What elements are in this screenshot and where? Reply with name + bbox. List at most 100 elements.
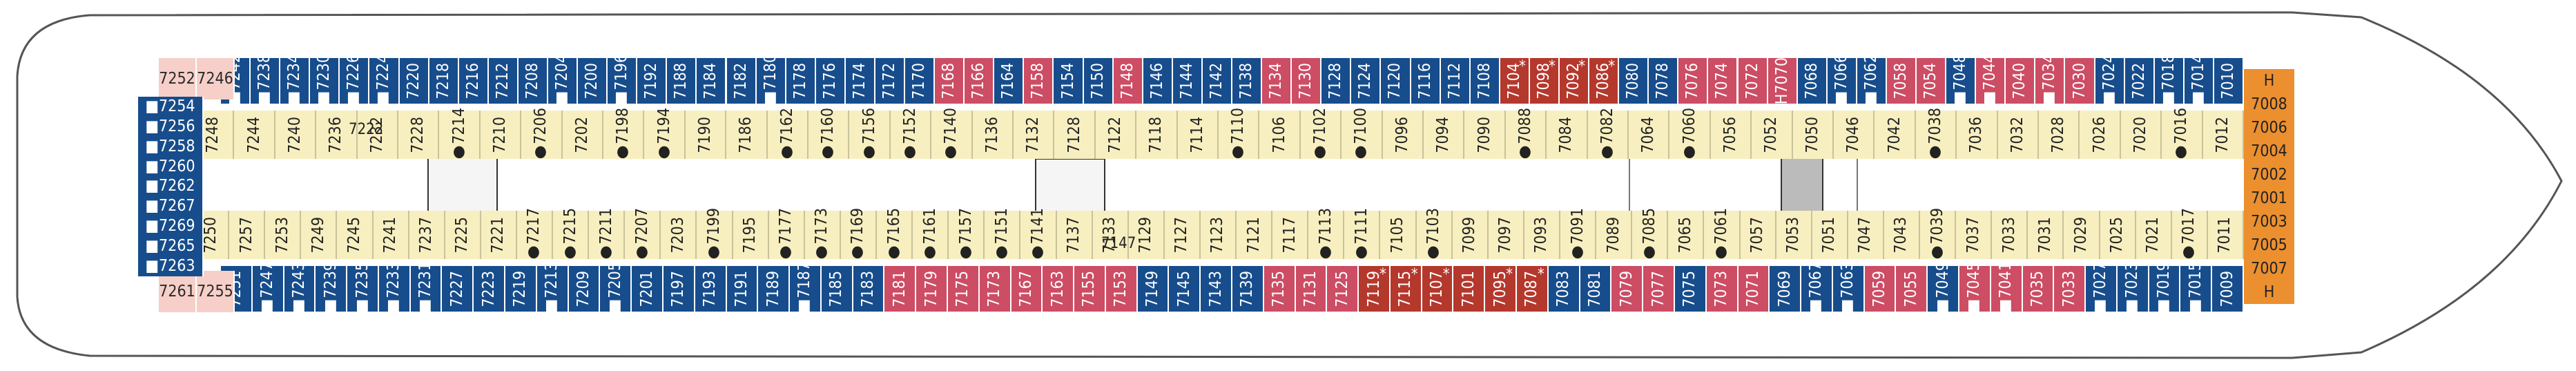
- cabin-7164[interactable]: 7164: [994, 58, 1025, 104]
- cabin-7069[interactable]: 7069: [1770, 266, 1802, 312]
- cabin-7260[interactable]: ■7260: [138, 156, 204, 177]
- cabin-7115[interactable]: 7115*: [1390, 266, 1422, 312]
- cabin-7114[interactable]: 7114: [1177, 111, 1219, 159]
- cabin-7219[interactable]: 7219: [505, 266, 537, 312]
- cabin-7150[interactable]: 7150: [1083, 58, 1114, 104]
- cabin-7217[interactable]: ●7217: [516, 208, 554, 262]
- cabin-7214[interactable]: ●7214: [439, 108, 481, 162]
- cabin-7015[interactable]: ■7015: [2180, 262, 2213, 316]
- cabin-7211[interactable]: ●7211: [589, 208, 626, 262]
- cabin-7262[interactable]: ■7262: [138, 176, 204, 197]
- cabin-7088[interactable]: ●7088: [1505, 108, 1547, 162]
- cabin-7252[interactable]: 7252: [159, 58, 197, 99]
- cabin-7016[interactable]: ●7016: [2162, 108, 2203, 162]
- cabin-7092[interactable]: 7092*: [1559, 58, 1590, 104]
- cabin-7032[interactable]: 7032: [1997, 111, 2039, 159]
- cabin-7031[interactable]: 7031: [2028, 211, 2064, 259]
- cabin-7245[interactable]: 7245: [337, 211, 374, 259]
- cabin-7123[interactable]: 7123: [1200, 211, 1237, 259]
- cabin-7151[interactable]: ●7151: [985, 208, 1021, 262]
- cabin-7172[interactable]: 7172: [875, 58, 906, 104]
- cabin-7177[interactable]: ●7177: [768, 208, 805, 262]
- cabin-7102[interactable]: ●7102: [1300, 108, 1342, 162]
- cabin-7216[interactable]: 7216: [458, 58, 489, 104]
- cabin-7247[interactable]: ■7247: [252, 262, 284, 316]
- cabin-7037[interactable]: 7037: [1956, 211, 1993, 259]
- cabin-7165[interactable]: ●7165: [877, 208, 913, 262]
- cabin-7231[interactable]: ■7231: [410, 262, 443, 316]
- cabin-7173[interactable]: 7173: [979, 266, 1011, 312]
- cabin-7138[interactable]: 7138: [1232, 58, 1263, 104]
- cabin-7209[interactable]: 7209: [568, 266, 601, 312]
- cabin-7144[interactable]: 7144: [1172, 58, 1203, 104]
- cabin-7143[interactable]: 7143: [1201, 266, 1232, 312]
- cabin-7256[interactable]: ■7256: [138, 116, 204, 137]
- cabin-7061[interactable]: ●7061: [1704, 208, 1741, 262]
- cabin-7005[interactable]: 7005: [2244, 234, 2296, 257]
- cabin-7223[interactable]: 7223: [474, 266, 506, 312]
- cabin-7120[interactable]: 7120: [1381, 58, 1411, 104]
- cabin-7125[interactable]: 7125: [1327, 266, 1359, 312]
- cabin-7203[interactable]: 7203: [661, 211, 697, 259]
- cabin-7003[interactable]: 7003: [2244, 210, 2296, 234]
- cabin-7083[interactable]: 7083: [1548, 266, 1580, 312]
- cabin-7030[interactable]: 7030: [2065, 58, 2095, 104]
- cabin-7185[interactable]: 7185: [821, 266, 853, 312]
- cabin-7155[interactable]: 7155: [1074, 266, 1106, 312]
- cabin-7175[interactable]: 7175: [947, 266, 980, 312]
- cabin-7118[interactable]: 7118: [1136, 111, 1178, 159]
- cabin-7035[interactable]: 7035: [2022, 266, 2055, 312]
- cabin-7111[interactable]: ●7111: [1344, 208, 1381, 262]
- cabin-7225[interactable]: 7225: [445, 211, 481, 259]
- cabin-7011[interactable]: 7011: [2207, 211, 2244, 259]
- cabin-7254[interactable]: ■7254: [138, 97, 204, 117]
- cabin-7163[interactable]: 7163: [1043, 266, 1075, 312]
- cabin-7161[interactable]: ●7161: [913, 208, 949, 262]
- cabin-7132[interactable]: 7132: [1014, 111, 1055, 159]
- cabin-7049[interactable]: ■7049: [1928, 262, 1959, 316]
- cabin-7094[interactable]: 7094: [1424, 111, 1465, 159]
- cabin-7002[interactable]: 7002: [2244, 163, 2296, 187]
- cabin-7096[interactable]: 7096: [1382, 111, 1424, 159]
- cabin-7237[interactable]: 7237: [409, 211, 445, 259]
- cabin-7199[interactable]: ●7199: [697, 208, 733, 262]
- cabin-7167[interactable]: 7167: [1011, 266, 1043, 312]
- cabin-7240[interactable]: 7240: [275, 111, 317, 159]
- cabin-7162[interactable]: ●7162: [767, 108, 808, 162]
- cabin-7022[interactable]: 7022: [2124, 58, 2155, 104]
- cabin-7033[interactable]: 7033: [1992, 211, 2028, 259]
- cabin-7169[interactable]: ●7169: [840, 208, 877, 262]
- cabin-7136[interactable]: 7136: [972, 111, 1014, 159]
- cabin-7059[interactable]: 7059: [1864, 266, 1897, 312]
- cabin-7085[interactable]: ●7085: [1632, 208, 1669, 262]
- cabin-7039[interactable]: ●7039: [1920, 208, 1957, 262]
- cabin-7241[interactable]: 7241: [373, 211, 409, 259]
- cabin-7176[interactable]: 7176: [815, 58, 846, 104]
- cabin-7210[interactable]: 7210: [480, 111, 522, 159]
- cabin-7236[interactable]: 7236: [316, 111, 358, 159]
- cabin-7182[interactable]: 7182: [726, 58, 757, 104]
- cabin-7052[interactable]: 7052: [1752, 111, 1793, 159]
- cabin-7186[interactable]: 7186: [726, 111, 768, 159]
- cabin-7246[interactable]: 7246: [197, 58, 235, 99]
- cabin-7180[interactable]: ■7180: [756, 54, 786, 108]
- cabin-7204[interactable]: ■7204: [548, 54, 579, 108]
- cabin-7070[interactable]: H7070: [1768, 57, 1798, 104]
- cabin-7189[interactable]: 7189: [758, 266, 791, 312]
- cabin-7063[interactable]: ■7063: [1832, 262, 1865, 316]
- cabin-7048[interactable]: ■7048: [1946, 54, 1977, 108]
- cabin-7212[interactable]: 7212: [488, 58, 519, 104]
- cabin-7004[interactable]: 7004: [2244, 140, 2296, 163]
- cabin-7068[interactable]: 7068: [1797, 58, 1828, 104]
- cabin-7020[interactable]: 7020: [2120, 111, 2162, 159]
- cabin-7127[interactable]: 7127: [1164, 211, 1201, 259]
- cabin-7101[interactable]: 7101: [1453, 266, 1486, 312]
- cabin-7267[interactable]: ■7267: [138, 196, 204, 217]
- cabin-7192[interactable]: 7192: [637, 58, 668, 104]
- cabin-7201[interactable]: 7201: [632, 266, 664, 312]
- cabin-7258[interactable]: ■7258: [138, 136, 204, 157]
- cabin-7021[interactable]: 7021: [2136, 211, 2172, 259]
- cabin-7129[interactable]: 7129: [1128, 211, 1165, 259]
- cabin-7110[interactable]: ●7110: [1219, 108, 1260, 162]
- cabin-7130[interactable]: 7130: [1292, 58, 1322, 104]
